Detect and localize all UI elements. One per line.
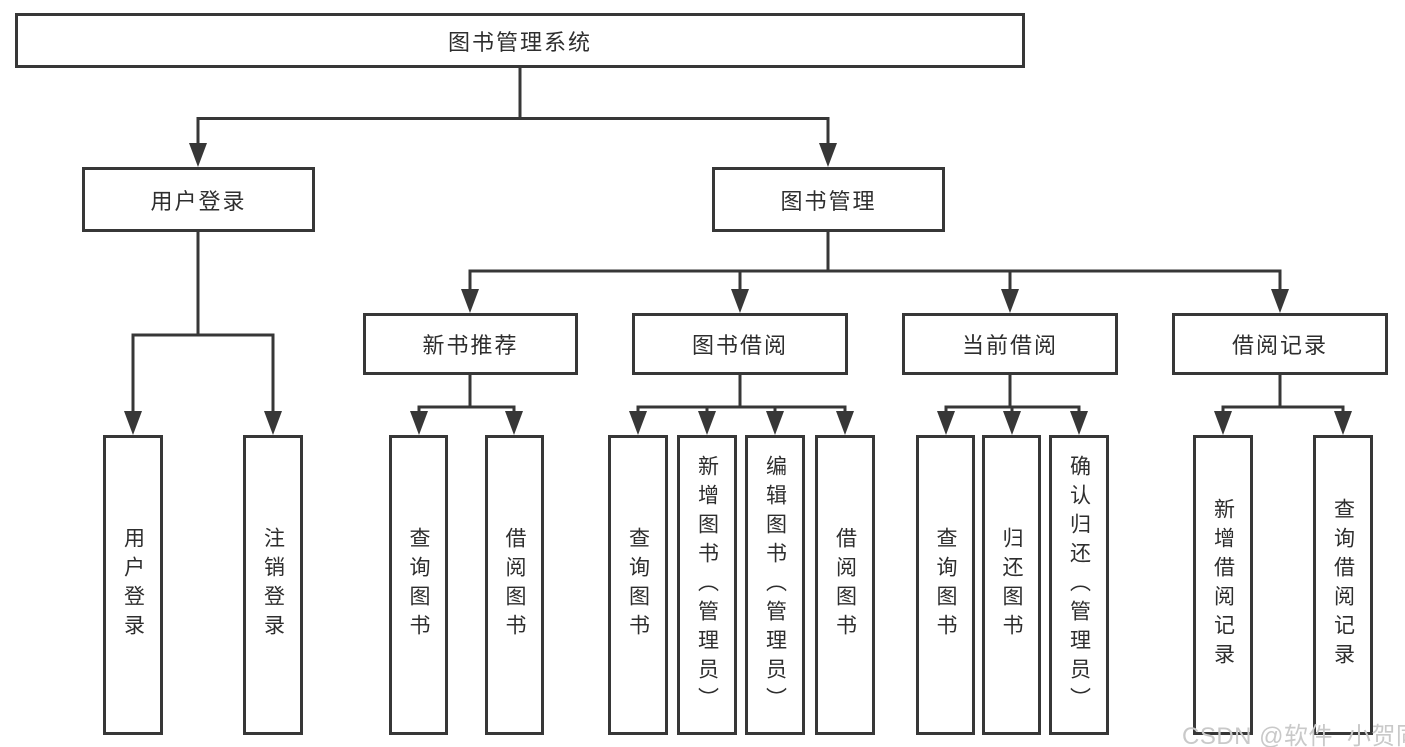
- leaf-add-borrow-record-label: 新增借阅记录: [1211, 498, 1235, 672]
- node-root: 图书管理系统: [15, 13, 1025, 68]
- node-root-label: 图书管理系统: [447, 29, 592, 55]
- node-new-book-recommend: 新书推荐: [363, 313, 578, 375]
- leaf-query-books-recommend: 查询图书: [389, 435, 448, 735]
- leaf-add-book-admin: 新增图书（管理员）: [677, 435, 737, 735]
- leaf-borrow-books-recommend-label: 借阅图书: [503, 527, 526, 643]
- leaf-return-book: 归还图书: [982, 435, 1041, 735]
- leaf-query-borrow-record-label: 查询借阅记录: [1331, 498, 1355, 672]
- leaf-query-books-borrow-label: 查询图书: [626, 527, 650, 643]
- leaf-query-books-current-label: 查询图书: [934, 527, 957, 643]
- leaf-query-books-recommend-label: 查询图书: [407, 527, 430, 643]
- leaf-user-login: 用户登录: [103, 435, 163, 735]
- node-book-borrow-label: 图书借阅: [691, 333, 788, 358]
- leaf-logout: 注销登录: [243, 435, 303, 735]
- leaf-query-books-current: 查询图书: [916, 435, 975, 735]
- leaf-add-book-admin-label: 新增图书（管理员）: [695, 454, 719, 716]
- node-borrow-record-label: 借阅记录: [1231, 333, 1328, 358]
- node-user-login: 用户登录: [82, 167, 315, 232]
- leaf-confirm-return-admin: 确认归还（管理员）: [1049, 435, 1109, 735]
- leaf-edit-book-admin: 编辑图书（管理员）: [745, 435, 805, 735]
- csdn-watermark: CSDN @软件_小贺同学: [1182, 723, 1405, 747]
- leaf-confirm-return-admin-label: 确认归还（管理员）: [1067, 454, 1091, 716]
- node-new-book-recommend-label: 新书推荐: [422, 333, 519, 358]
- node-current-borrow: 当前借阅: [902, 313, 1118, 375]
- leaf-query-borrow-record: 查询借阅记录: [1313, 435, 1373, 735]
- node-book-management: 图书管理: [712, 167, 945, 232]
- node-user-login-label: 用户登录: [150, 188, 247, 214]
- leaf-user-login-label: 用户登录: [121, 527, 145, 643]
- node-book-management-label: 图书管理: [780, 188, 877, 214]
- node-borrow-record: 借阅记录: [1172, 313, 1388, 375]
- leaf-add-borrow-record: 新增借阅记录: [1193, 435, 1253, 735]
- leaf-query-books-borrow: 查询图书: [608, 435, 668, 735]
- leaf-borrow-books-recommend: 借阅图书: [485, 435, 544, 735]
- leaf-edit-book-admin-label: 编辑图书（管理员）: [763, 454, 787, 716]
- leaf-borrow-books: 借阅图书: [815, 435, 875, 735]
- leaf-borrow-books-label: 借阅图书: [833, 527, 857, 643]
- node-current-borrow-label: 当前借阅: [961, 333, 1058, 358]
- leaf-return-book-label: 归还图书: [1000, 527, 1023, 643]
- leaf-logout-label: 注销登录: [261, 527, 285, 643]
- node-book-borrow: 图书借阅: [632, 313, 848, 375]
